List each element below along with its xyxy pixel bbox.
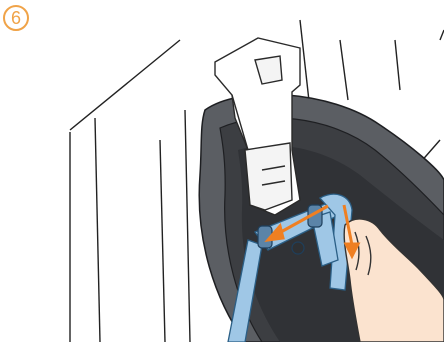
step-number: 6 xyxy=(11,9,21,27)
step-number-badge: 6 xyxy=(3,5,29,31)
